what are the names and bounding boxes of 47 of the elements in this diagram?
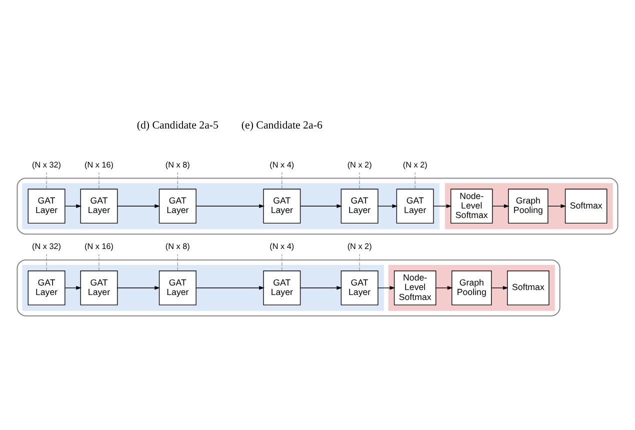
arrow	[64, 204, 82, 208]
node-box: Softmax	[507, 270, 550, 306]
node-box: GAT Layer	[340, 270, 378, 306]
node-box: Softmax	[564, 188, 608, 224]
arrow	[64, 286, 82, 290]
cluster	[22, 183, 440, 230]
cluster	[22, 264, 384, 311]
node-box: GAT Layer	[28, 270, 66, 306]
arrow	[378, 204, 398, 208]
arrow	[300, 204, 342, 208]
connector	[414, 172, 416, 190]
arrow	[117, 204, 160, 208]
arrow	[196, 286, 265, 290]
arrow	[378, 286, 396, 290]
node-box: GAT Layer	[28, 188, 66, 224]
node-box: GAT Layer	[340, 188, 378, 224]
connector	[98, 172, 100, 190]
node-box: GAT Layer	[158, 270, 196, 306]
label: (e) Candidate 2a-6	[241, 119, 322, 132]
connector	[359, 254, 360, 271]
connector	[46, 254, 47, 271]
arrow	[491, 286, 508, 290]
arrow	[433, 204, 452, 208]
node-box: GAT Layer	[80, 188, 118, 224]
node-box: Graph Pooling	[508, 188, 548, 224]
connector	[98, 254, 100, 271]
node-box: GAT Layer	[263, 270, 301, 306]
node-box: GAT Layer	[158, 188, 196, 224]
connector	[177, 254, 178, 271]
connector	[359, 172, 360, 190]
arrow	[117, 286, 160, 290]
node-box: Node-Level Softmax	[450, 188, 493, 224]
label: (d) Candidate 2a-5	[136, 119, 218, 132]
arrow	[300, 286, 342, 290]
node-box: Graph Pooling	[452, 270, 492, 306]
arrow	[548, 204, 566, 208]
connector	[46, 172, 47, 190]
node-box: GAT Layer	[263, 188, 301, 224]
arrow	[492, 204, 510, 208]
cluster	[16, 259, 560, 316]
cluster	[16, 178, 618, 235]
connector	[177, 172, 178, 190]
arrow	[436, 286, 453, 290]
node-box: Node-Level Softmax	[394, 270, 436, 306]
node-box: GAT Layer	[80, 270, 118, 306]
arrow	[196, 204, 265, 208]
node-box: GAT Layer	[396, 188, 434, 224]
